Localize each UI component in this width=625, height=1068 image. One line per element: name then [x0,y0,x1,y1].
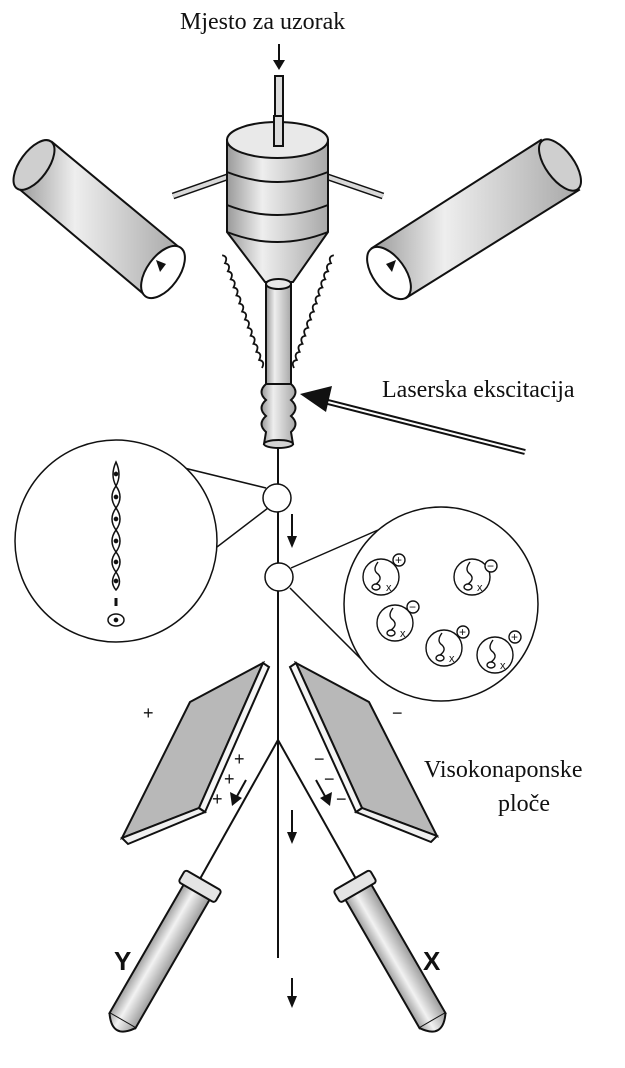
cell-charge-5: + [511,628,518,646]
charge-minus-3: − [336,790,347,808]
charge-minus-1: − [314,750,325,768]
cell-mark-5: x [500,657,506,675]
charge-minus-2: − [324,770,335,788]
detector-right [358,133,589,307]
charge-plus-1: + [234,750,245,768]
cell-charge-3: − [409,598,416,616]
cell-mark-2: x [477,579,483,597]
tube-label-x: X [423,946,440,977]
plate-negative-sign: − [392,704,403,722]
sample-site-label: Mjesto za uzorak [180,8,345,36]
high-voltage-plates-label-line2: ploče [498,790,550,818]
nozzle [262,279,296,448]
high-voltage-plates-label-line1: Visokonaponske [424,756,583,784]
stream-arrow-2 [287,810,297,844]
stream-arrow-1 [287,514,297,548]
sample-inlet-arrow [273,44,285,70]
stream-arrow-3 [287,978,297,1008]
cell-mark-3: x [400,625,406,643]
cell-charge-4: + [459,623,466,641]
cell-charge-2: − [487,557,494,575]
charge-plus-3: + [212,790,223,808]
cell-mark-1: x [386,579,392,597]
flow-chamber [173,76,383,282]
plate-positive [122,663,269,844]
laser-excitation-label: Laserska ekscitacija [382,376,575,404]
droplet-zoom-left [15,440,291,642]
cell-mark-4: x [449,650,455,668]
plate-positive-sign: + [143,704,154,722]
detector-left [6,133,194,305]
charge-plus-2: + [224,770,235,788]
tube-label-y: Y [114,946,131,977]
cell-charge-1: + [395,551,402,569]
